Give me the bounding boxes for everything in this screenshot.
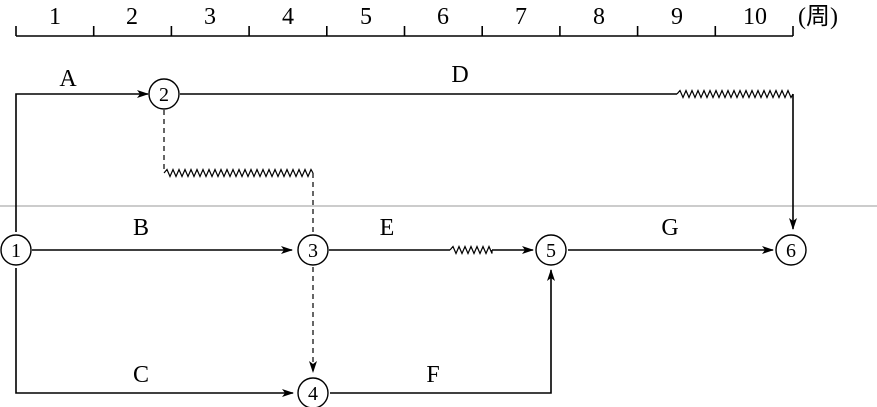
node-4-circle bbox=[297, 377, 329, 407]
tick-label-4: 4 bbox=[282, 4, 294, 30]
time-scale: 1 2 3 4 5 6 7 8 9 10 (周) bbox=[15, 4, 838, 37]
time-scale-ticks bbox=[15, 26, 794, 36]
tick-label-7: 7 bbox=[515, 4, 527, 30]
node-5: 5 bbox=[535, 234, 567, 266]
tick-label-10: 10 bbox=[743, 4, 767, 30]
node-6-label: 6 bbox=[786, 240, 796, 262]
dummy-2-3-free-float bbox=[163, 167, 314, 179]
activity-f-arrow bbox=[330, 269, 555, 394]
tick-label-1: 1 bbox=[49, 4, 61, 30]
tick-label-3: 3 bbox=[204, 4, 216, 30]
tick-label-6: 6 bbox=[437, 4, 449, 30]
node-5-circle bbox=[535, 234, 567, 266]
activity-label-f: F bbox=[426, 362, 439, 388]
node-1: 1 bbox=[0, 234, 32, 266]
activity-e-free-float bbox=[449, 244, 493, 256]
node-2: 2 bbox=[148, 78, 180, 110]
activity-label-b: B bbox=[133, 215, 149, 241]
time-unit-label: (周) bbox=[798, 4, 838, 30]
node-1-circle bbox=[0, 234, 32, 266]
activity-d-free-float bbox=[676, 88, 794, 100]
node-6: 6 bbox=[775, 234, 807, 266]
activity-label-e: E bbox=[380, 215, 395, 241]
node-3-circle bbox=[297, 234, 329, 266]
tick-label-8: 8 bbox=[593, 4, 605, 30]
activity-label-d: D bbox=[451, 62, 468, 88]
node-1-label: 1 bbox=[11, 240, 21, 262]
activity-c-arrow bbox=[15, 268, 294, 397]
activity-label-a: A bbox=[59, 66, 77, 92]
node-3-label: 3 bbox=[308, 240, 318, 262]
node-2-label: 2 bbox=[159, 84, 169, 106]
node-3: 3 bbox=[297, 234, 329, 266]
activity-label-g: G bbox=[661, 215, 678, 241]
tick-label-5: 5 bbox=[360, 4, 372, 30]
node-5-label: 5 bbox=[546, 240, 556, 262]
activity-a-arrow bbox=[15, 90, 149, 232]
node-6-circle bbox=[775, 234, 807, 266]
tick-label-2: 2 bbox=[126, 4, 138, 30]
node-4: 4 bbox=[297, 377, 329, 407]
activity-label-c: C bbox=[133, 362, 149, 388]
node-2-circle bbox=[148, 78, 180, 110]
node-4-label: 4 bbox=[308, 383, 318, 405]
tick-label-9: 9 bbox=[671, 4, 683, 30]
